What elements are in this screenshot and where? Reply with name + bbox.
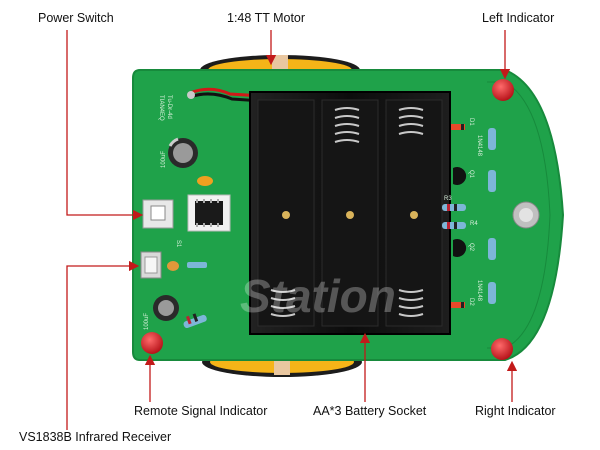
ir-receiver: [140, 251, 162, 279]
pcb-text-q2: Q2: [468, 243, 474, 252]
ic-chip: [187, 194, 231, 232]
label-right-indicator: Right Indicator: [475, 404, 556, 418]
diode-2: [451, 302, 465, 308]
capacitor-2: [153, 295, 179, 321]
battery-socket: [249, 91, 451, 335]
resistor-right-column: [488, 128, 496, 304]
pcb-text-left-1: TIAN4EQ: [158, 95, 164, 121]
pcb-text-diode-1: 1N4148: [476, 135, 482, 157]
pcb-text-r4: R4: [470, 221, 478, 227]
ir-receiver-pointer: [66, 260, 140, 430]
pcb-text-r3: R3: [444, 196, 452, 202]
pcb-text-left-2: Tu-Dr-4d: [166, 95, 172, 119]
label-ir-receiver: VS1838B Infrared Receiver: [19, 430, 172, 444]
mounting-screw: [512, 201, 540, 229]
left-indicator-led: [492, 79, 514, 101]
transistor-q1: [453, 167, 467, 185]
watermark: Station: [240, 270, 396, 322]
resistor-r4: [442, 222, 466, 229]
resistor-left-1: [187, 262, 207, 268]
pcb-text-d1: D1: [468, 118, 474, 126]
pcb-text-d2: D2: [468, 298, 474, 306]
label-power-switch: Power Switch: [38, 11, 114, 25]
power-switch: [142, 199, 174, 229]
pcb-text-s1: S1: [175, 240, 181, 248]
pcb-text-diode-2: 1N4148: [476, 280, 482, 302]
label-battery-socket: AA*3 Battery Socket: [313, 404, 427, 418]
pcb-text-cap-1: 100uF: [161, 151, 167, 168]
capacitor-1: [168, 137, 198, 168]
label-left-indicator: Left Indicator: [482, 11, 555, 25]
transistor-q2: [453, 239, 467, 257]
label-remote-signal-indicator: Remote Signal Indicator: [134, 404, 268, 418]
label-motor: 1:48 TT Motor: [227, 11, 306, 25]
diode-1: [451, 124, 465, 130]
resistor-left-2: [183, 313, 207, 329]
pcb-text-cap-2: 100uF: [144, 313, 150, 330]
power-switch-pointer: [66, 30, 144, 221]
right-indicator-led: [491, 338, 513, 360]
remote-signal-led: [141, 332, 163, 354]
pcb-text-q1: Q1: [468, 170, 474, 179]
resistor-r3: [442, 204, 466, 211]
